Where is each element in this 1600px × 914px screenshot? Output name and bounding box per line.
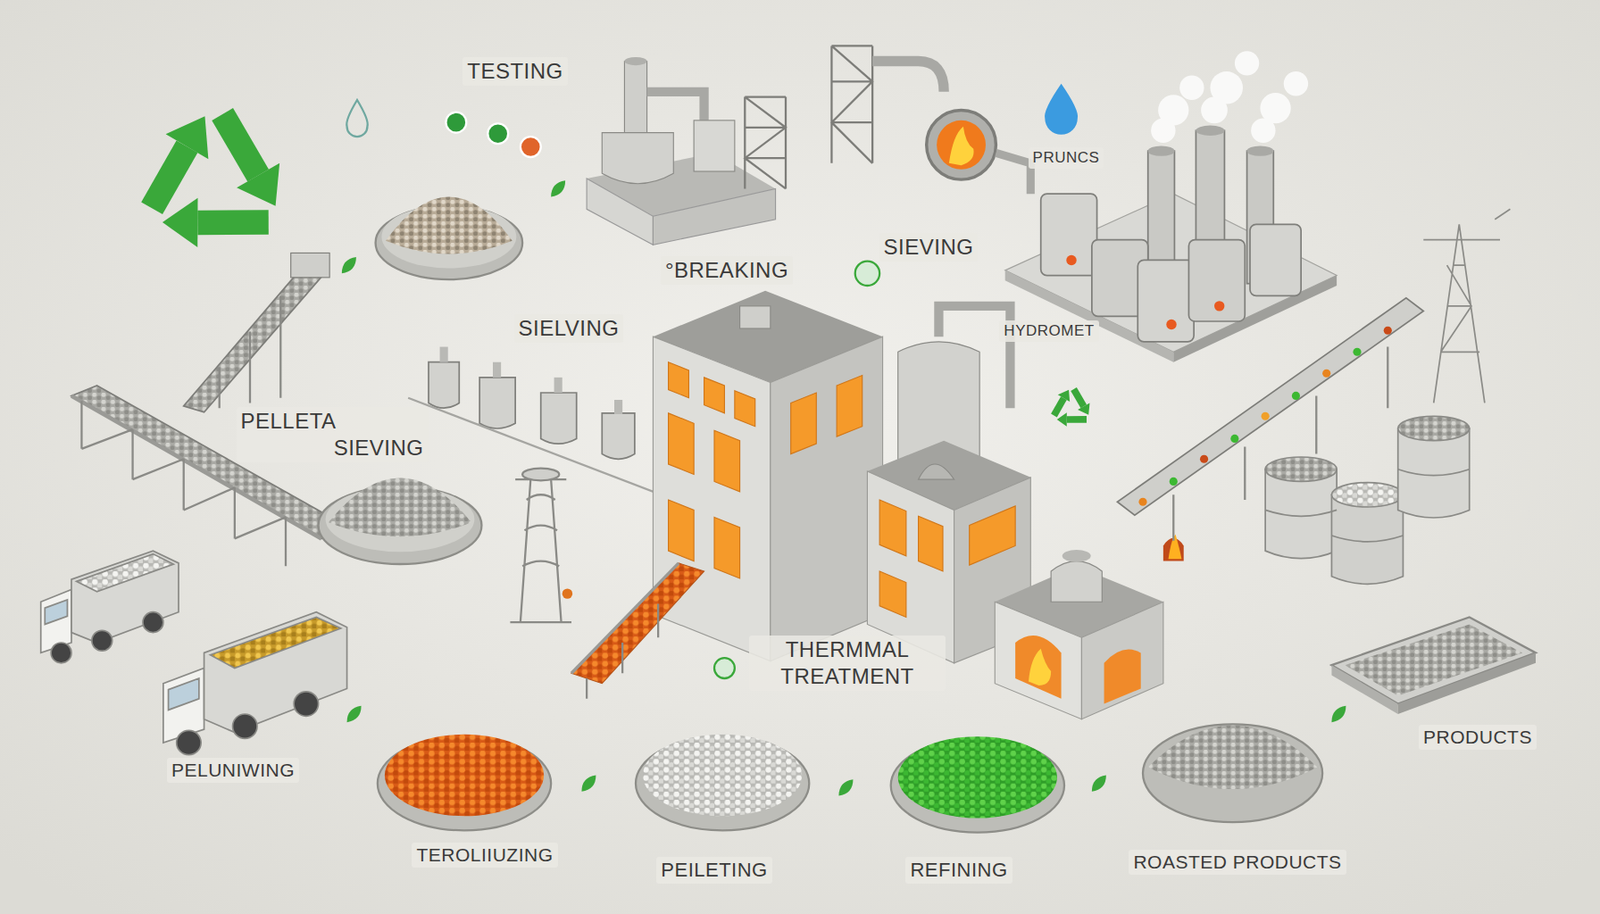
stage-label: PRODUCTS	[1418, 725, 1537, 750]
stage-label: SIEVING	[879, 233, 979, 262]
stage-label: TEROLIIUZING	[411, 842, 558, 868]
stage-label: PEILETING	[656, 857, 772, 884]
stage-label: TESTING	[462, 57, 568, 86]
stage-label: HYDROMET	[999, 320, 1099, 342]
stage-label: PRUNCS	[1028, 147, 1105, 168]
stage-label: PELLETA SIEVING	[236, 407, 429, 463]
stage-label: SIELVING	[514, 314, 625, 343]
stage-label: PELUNIWING	[166, 758, 300, 784]
stage-label: °BREAKING	[660, 256, 793, 285]
stage-label: THERMMAL TREATMENT	[749, 635, 946, 692]
stage-label: ROASTED PRODUCTS	[1128, 850, 1346, 875]
stage-label: REFINING	[905, 857, 1012, 884]
